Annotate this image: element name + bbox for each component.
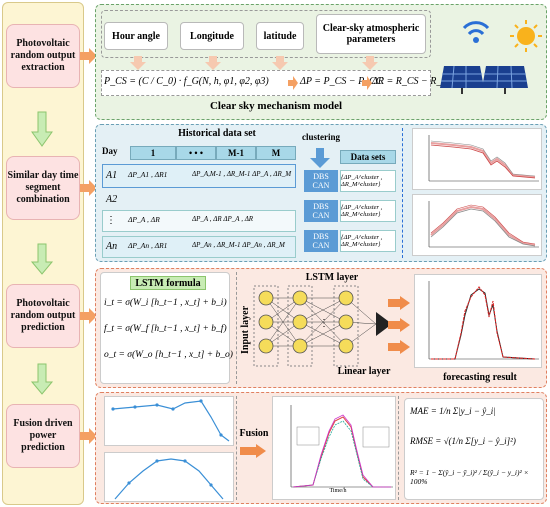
divider — [236, 272, 237, 384]
dbscan-box: DBS CAN — [304, 200, 338, 222]
datasets-header: Data sets — [340, 150, 396, 164]
clustering-label: clustering — [302, 132, 340, 142]
right-arrow-icon — [240, 444, 266, 458]
longitude-box: Longitude — [180, 22, 244, 50]
pcs-equation: P_CS = (C / C_0) · f_G(N, h, φ1, φ2, φ3) — [104, 76, 269, 87]
dataset-item: {ΔP_A^cluster , ΔR_M^cluster} — [340, 200, 396, 222]
r2-formula: R² = 1 − Σ(ŷ_i − ȳ_i)² / Σ(ŷ_i − y_i)² ×… — [410, 468, 529, 486]
rmse-formula: RMSE = √(1/n Σ[y_i − ŷ_i]²) — [410, 436, 516, 446]
row-cell: ΔP_A , ΔR — [128, 215, 160, 224]
mae-formula: MAE = 1/n Σ|y_i − ŷ_i| — [410, 406, 496, 416]
down-arrow-icon — [272, 56, 288, 70]
right-arrow-icon — [80, 48, 97, 64]
fusion-result-chart — [272, 396, 396, 500]
lstm-eq-output: o_t = σ(W_o [h_t−1 , x_t] + b_o) — [104, 350, 233, 360]
row-day: A1 — [106, 170, 118, 181]
row-cell: ΔP_An , ΔR1 — [128, 241, 168, 250]
col-header-m: M — [256, 146, 296, 160]
stage-combination: Similar day time segment combination — [6, 156, 80, 220]
divider — [398, 396, 399, 500]
forecast-chart — [414, 274, 542, 368]
row-day: A2 — [106, 194, 118, 205]
fusion-input-chart-1 — [104, 396, 234, 446]
row-cell: ΔP_A1 , ΔR1 — [128, 170, 168, 179]
dataset-item: {ΔP_A^cluster , ΔR_M^cluster} — [340, 170, 396, 192]
right-arrow-icon — [388, 296, 410, 310]
right-arrow-icon — [388, 340, 410, 354]
dbscan-box: DBS CAN — [304, 170, 338, 192]
cluster-chart-1 — [412, 128, 542, 190]
row-day: An — [106, 241, 118, 252]
table-row — [102, 164, 296, 188]
linear-layer-label: Linear layer — [337, 366, 391, 377]
dataset-item: {ΔP_A^cluster , ΔR_M^cluster} — [340, 230, 396, 252]
historical-title: Historical data set — [178, 128, 256, 139]
down-arrow-icon — [362, 56, 378, 70]
down-arrow-icon — [130, 56, 146, 70]
row-cell: ΔP_A , ΔR ΔP_A , ΔR — [192, 215, 254, 223]
down-arrow-icon — [31, 111, 53, 147]
day-label: Day — [102, 146, 118, 156]
lstm-formula-title: LSTM formula — [130, 276, 206, 290]
cluster-chart-2 — [412, 194, 542, 256]
col-header-m1: M-1 — [216, 146, 256, 160]
divider — [236, 396, 237, 500]
table-row — [102, 210, 296, 232]
neural-network-diagram: ⋮ — [253, 285, 392, 367]
equations-row — [101, 70, 431, 96]
atmospheric-params-box: Clear-sky atmospheric parameters — [316, 14, 426, 54]
down-arrow-icon — [30, 243, 54, 275]
input-params-frame — [101, 10, 431, 58]
latitude-box: latitude — [256, 22, 304, 50]
right-arrow-icon — [362, 76, 372, 90]
lstm-layer-label: LSTM layer — [305, 272, 359, 283]
down-arrow-icon — [30, 363, 54, 395]
lstm-eq-forget: f_t = σ(W_f [h_t−1 , x_t] + b_f) — [104, 324, 227, 334]
row-cell: ΔP_A,M-1 , ΔR_M-1 ΔP_A , ΔR_M — [192, 170, 292, 178]
down-arrow-icon — [205, 56, 221, 70]
right-arrow-icon — [388, 318, 410, 332]
lstm-eq-input: i_t = σ(W_i [h_t−1 , x_t] + b_i) — [104, 298, 227, 308]
table-row — [102, 236, 296, 258]
hour-angle-box: Hour angle — [104, 22, 168, 50]
delta-r-equation: ΔR = R_CS − R_CC — [372, 76, 455, 87]
down-arrow-icon — [310, 148, 330, 168]
right-arrow-icon — [80, 308, 97, 324]
fusion-xlabel: Time/h — [329, 488, 347, 494]
right-arrow-icon — [80, 428, 97, 444]
fusion-input-chart-2 — [104, 452, 234, 502]
col-header-dots: • • • — [176, 146, 216, 160]
svg-text:⋮: ⋮ — [319, 318, 329, 329]
fusion-label: Fusion — [239, 428, 269, 439]
solar-panel-icon — [440, 20, 542, 94]
metrics-box — [404, 398, 544, 500]
stage-extraction: Photovoltaic random output extraction — [6, 24, 80, 88]
lstm-formula-box — [100, 272, 230, 384]
forecast-result-label: forecasting result — [443, 372, 517, 383]
dbscan-box: DBS CAN — [304, 230, 338, 252]
right-arrow-icon — [288, 76, 298, 90]
row-day: ⋮ — [106, 215, 116, 226]
col-header-1: 1 — [130, 146, 176, 160]
right-arrow-icon — [80, 180, 97, 196]
stage-fusion: Fusion driven power prediction — [6, 404, 80, 468]
row-cell: ΔP_An , ΔR_M-1 ΔP_An , ΔR_M — [192, 241, 285, 249]
clear-sky-caption: Clear sky mechanism model — [209, 100, 343, 112]
delta-p-equation: ΔP = P_CS − P_CC — [300, 76, 383, 87]
divider — [402, 128, 403, 258]
stage-prediction: Photovoltaic random output prediction — [6, 284, 80, 348]
